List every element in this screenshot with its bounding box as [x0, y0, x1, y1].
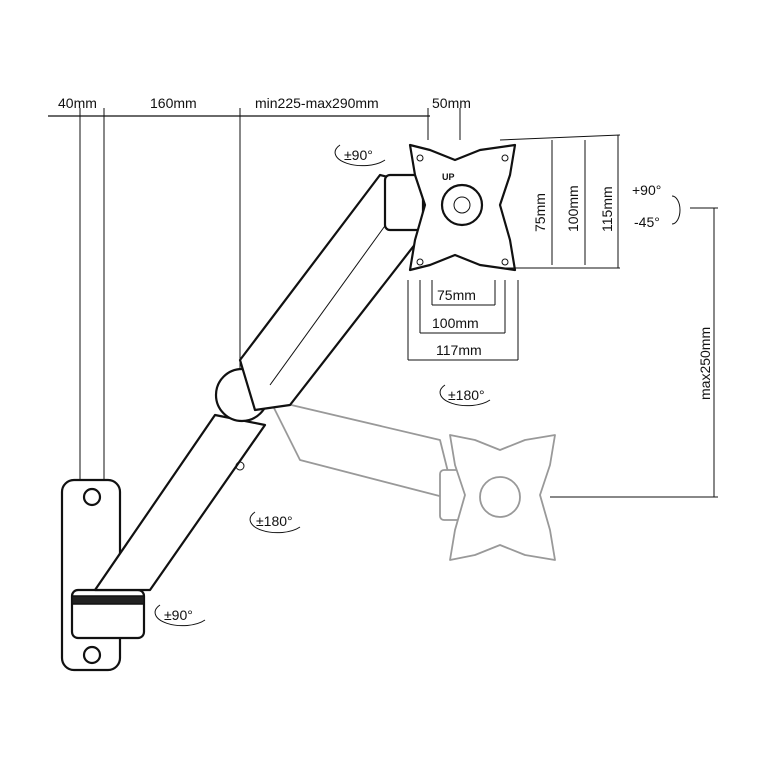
dim-vesa-h-117: 117mm — [436, 342, 482, 358]
upper-arm — [238, 173, 432, 412]
lowered-arm-ghost — [269, 399, 469, 521]
vesa-plate-raised — [408, 143, 517, 272]
rot-head-swivel: ±180° — [448, 387, 485, 403]
rot-plate: ±90° — [344, 147, 373, 163]
rot-elbow-swivel: ±180° — [256, 513, 293, 529]
top-dimension-lines — [48, 108, 461, 480]
dim-vesa-h-75: 75mm — [437, 287, 476, 303]
dim-160mm: 160mm — [150, 95, 197, 111]
rot-base-swivel: ±90° — [164, 607, 193, 623]
dim-vesa-h-100: 100mm — [432, 315, 479, 331]
dim-40mm: 40mm — [58, 95, 97, 111]
dim-vesa-v-115: 115mm — [599, 186, 615, 232]
vesa-dimension-lines — [407, 134, 718, 498]
rot-tilt-down: -45° — [634, 214, 660, 230]
dim-50mm: 50mm — [432, 95, 471, 111]
lower-arm — [93, 367, 270, 592]
rot-tilt-up: +90° — [632, 182, 661, 198]
vesa-plate-lowered — [449, 434, 556, 561]
dim-vesa-v-75: 75mm — [532, 193, 548, 232]
dim-vesa-v-100: 100mm — [565, 185, 581, 232]
dim-reach: min225-max290mm — [255, 95, 379, 111]
rotation-arcs — [154, 144, 681, 627]
plate-up-label: UP — [442, 172, 455, 182]
dim-height-range: max250mm — [697, 327, 713, 400]
